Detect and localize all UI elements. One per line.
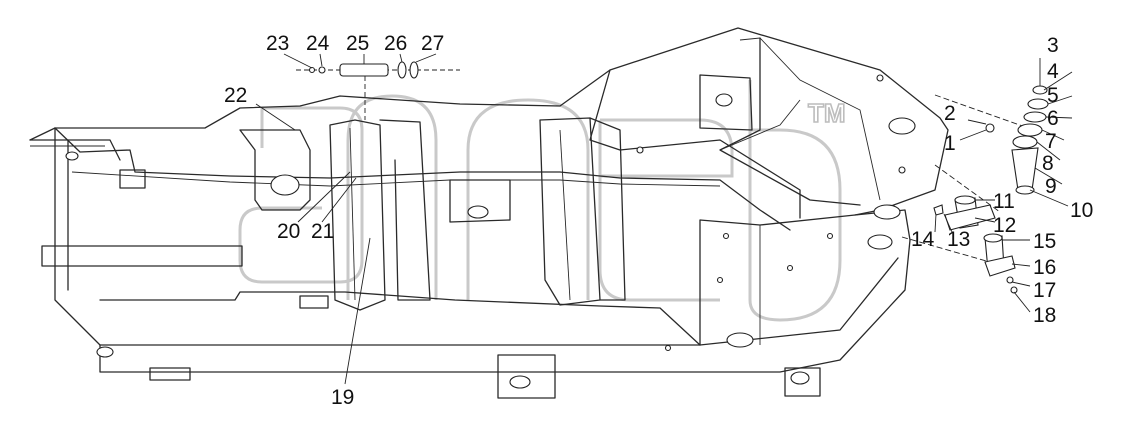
kingpin-assembly: [901, 85, 1049, 294]
callout-21: 21: [311, 220, 334, 243]
callout-7: 7: [1045, 130, 1057, 153]
callouts: 3 4 5 6 7 8 9 10 2 1 11 12 13 14 15 16 1…: [224, 32, 1093, 409]
callout-18: 18: [1033, 304, 1056, 327]
callout-11: 11: [993, 190, 1015, 213]
uprights: [119, 74, 821, 399]
callout-8: 8: [1042, 152, 1054, 175]
nut: [1032, 85, 1048, 95]
callout-12: 12: [993, 214, 1016, 237]
callout-26: 26: [384, 32, 407, 55]
callout-19: 19: [331, 386, 354, 409]
callout-15: 15: [1033, 230, 1056, 253]
callout-17: 17: [1033, 279, 1056, 302]
callout-14: 14: [911, 228, 935, 251]
mounting-holes: [65, 74, 916, 358]
callout-10: 10: [1070, 199, 1093, 222]
callout-23: 23: [266, 32, 289, 55]
watermark: TM: [238, 80, 846, 322]
callout-2: 2: [944, 102, 956, 125]
callout-16: 16: [1033, 256, 1056, 279]
callout-4: 4: [1047, 60, 1059, 83]
pin: [1011, 147, 1039, 191]
callout-3: 3: [1047, 34, 1059, 57]
callout-9: 9: [1045, 175, 1057, 198]
cylinder-assembly: [296, 61, 460, 120]
callout-6: 6: [1047, 107, 1059, 130]
callout-27: 27: [421, 32, 444, 55]
frame-body: [29, 27, 949, 373]
callout-5: 5: [1047, 84, 1059, 107]
cylinder: [339, 63, 389, 77]
callout-13: 13: [947, 228, 970, 251]
callout-24: 24: [306, 32, 330, 55]
washer: [1027, 98, 1049, 110]
callout-20: 20: [277, 220, 300, 243]
watermark-trademark: TM: [808, 98, 846, 128]
bracket-hole: [270, 174, 300, 196]
callout-22: 22: [224, 84, 247, 107]
callout-25: 25: [346, 32, 369, 55]
leader-lines: [255, 53, 1073, 385]
callout-1: 1: [944, 132, 956, 155]
